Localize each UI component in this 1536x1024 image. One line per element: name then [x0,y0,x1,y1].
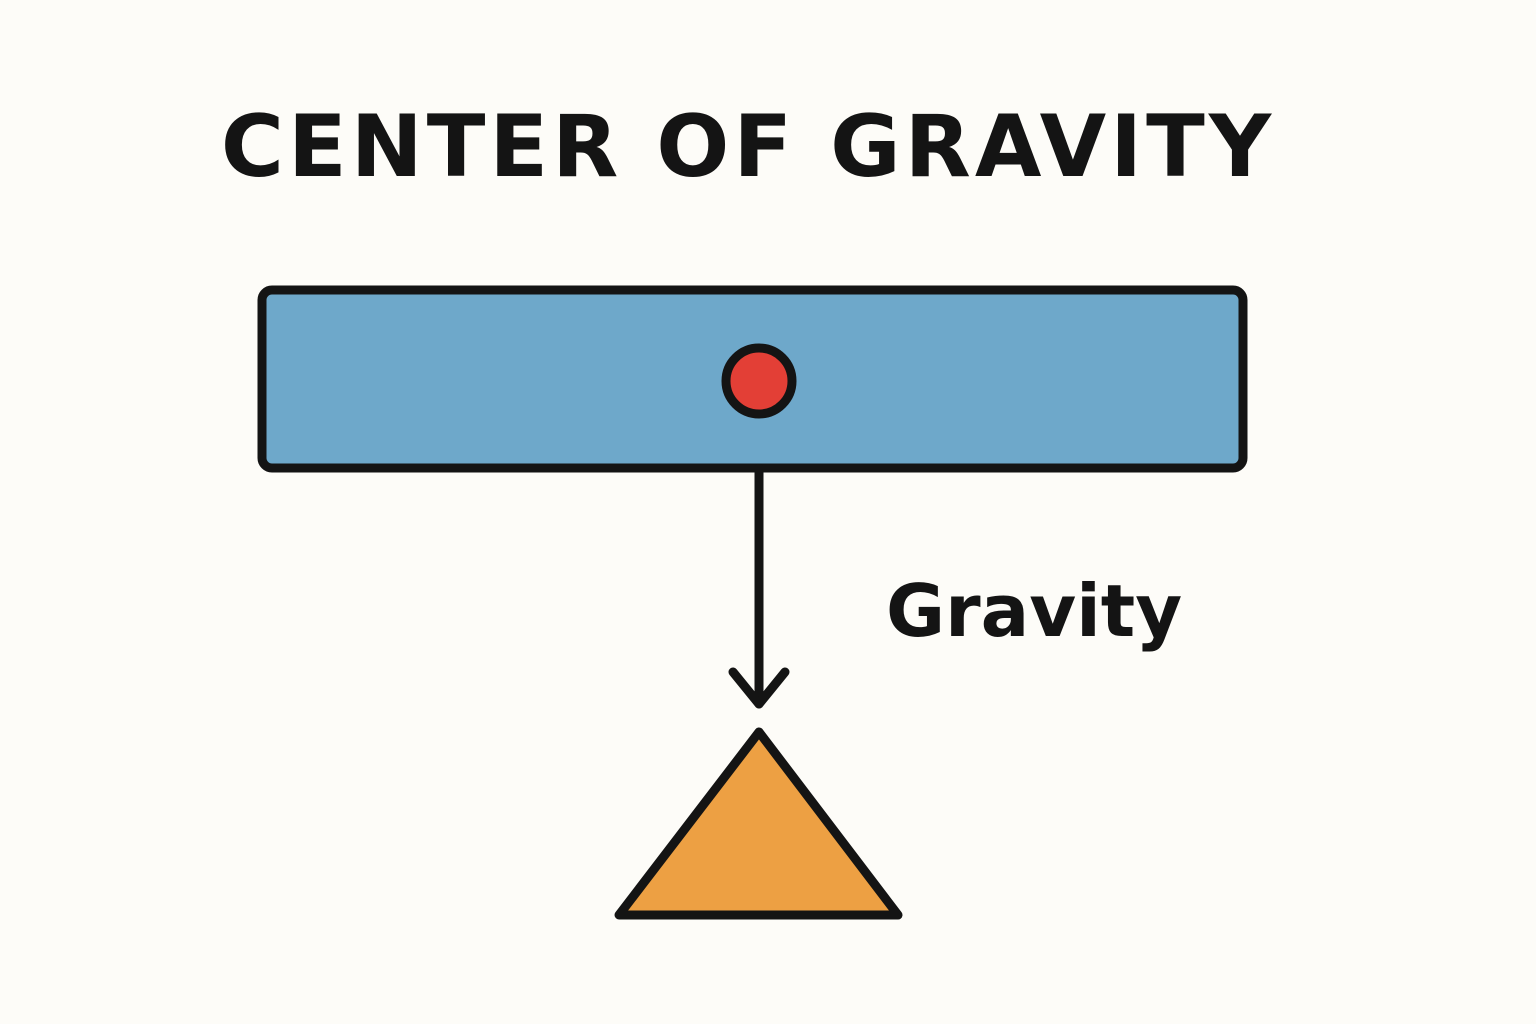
gravity-arrow-head [728,667,790,709]
gravity-arrow [728,463,790,709]
gravity-label: Gravity [886,569,1183,653]
diagram-title: CENTER OF GRAVITY [220,97,1276,197]
fulcrum-triangle [614,727,903,920]
center-of-gravity-point [721,343,797,419]
